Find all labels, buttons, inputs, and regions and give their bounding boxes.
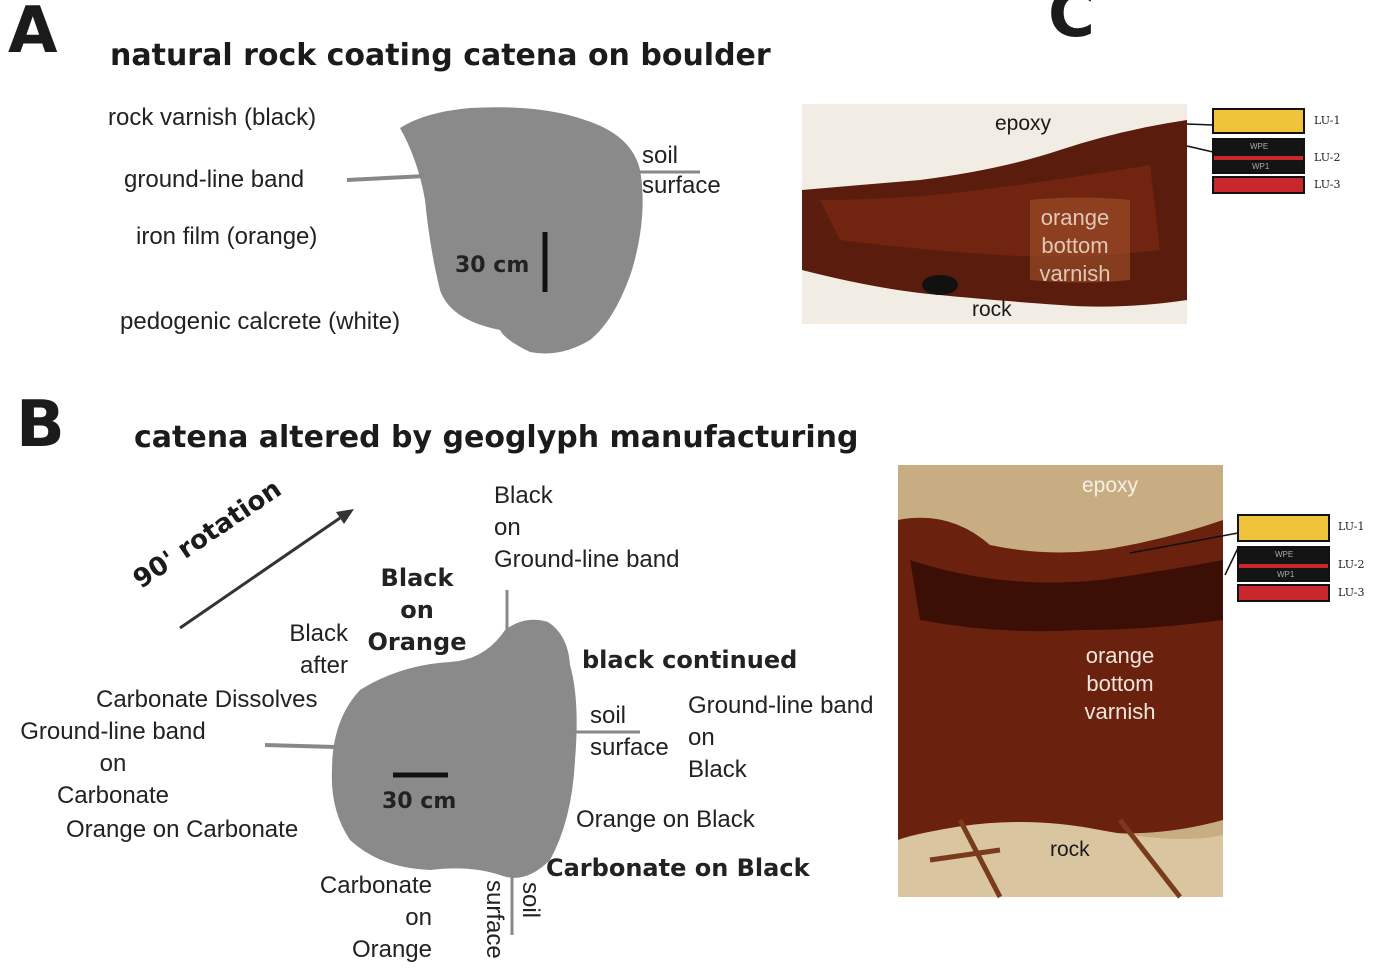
label-iron-film: iron film (orange) [136,221,317,253]
micrograph-top [802,104,1187,324]
c-top-rock-label: rock [972,298,1012,322]
lu1-box-top [1212,108,1305,134]
c-bottom-epoxy-label: epoxy [1082,474,1138,498]
scale-label-a: 30 cm [455,250,529,282]
c-top-orange-bottom-varnish-label: orange bottom varnish [1030,204,1120,288]
label-ground-line-on-black: Ground-line band on Black [688,690,873,786]
label-orange-on-carbonate: Orange on Carbonate [66,814,298,846]
label-surface-a: surface [642,170,721,202]
label-carbonate-on-black: Carbonate on Black [546,852,810,884]
label-soil-b-vertical: soil [514,882,546,918]
c-top-epoxy-label: epoxy [995,112,1051,136]
lu1-tag-top: LU-1 [1314,114,1341,127]
wpe-tag-top: WPE [1250,142,1268,151]
label-ground-line-on-carbonate: Ground-line band on Carbonate [8,716,218,812]
lu3-box-top [1212,176,1305,194]
ground-line-pointer-b [265,745,335,747]
label-rock-varnish: rock varnish (black) [108,102,316,134]
label-soil-b: soil [590,700,626,732]
boulder-a [400,107,643,353]
c-bottom-orange-bottom-varnish-label: orange bottom varnish [1070,642,1170,726]
lu1-tag-bottom: LU-1 [1338,520,1365,533]
lu2-tag-top: LU-2 [1314,151,1341,164]
lu2-box-bottom: WPE WP1 [1237,546,1330,582]
lu2-box-top: WPE WP1 [1212,138,1305,174]
lu3-tag-top: LU-3 [1314,178,1341,191]
label-black-continued: black continued [582,644,797,676]
label-carbonate-dissolves: Carbonate Dissolves [96,684,317,716]
label-carbonate-on-orange: Carbonate on Orange [290,870,432,966]
panel-b-letter: B [16,388,65,462]
wpe-tag-bottom: WPE [1275,550,1293,559]
arrow-lu1-top [1187,124,1213,125]
label-surface-b: surface [590,732,669,764]
wp1-tag-bottom: WP1 [1277,570,1294,579]
arrow-lu2-top [1187,146,1213,152]
label-surface-b-vertical: surface [478,880,510,959]
label-black-on-ground-line: Black on Ground-line band [494,480,679,576]
label-black-on-orange: Black on Orange [362,562,472,658]
label-black-after: Black after [250,618,348,682]
rotation-arrowhead [336,509,354,524]
lu1-box-bottom [1237,514,1330,542]
c-bottom-rock-label: rock [1050,838,1090,862]
label-pedogenic-calcrete: pedogenic calcrete (white) [120,306,400,338]
ground-line-pointer-a [347,176,426,180]
micrograph-bottom [898,465,1223,897]
panel-b-title: catena altered by geoglyph manufacturing [134,420,858,455]
label-orange-on-black: Orange on Black [576,804,755,836]
lu3-box-bottom [1237,584,1330,602]
panel-c-letter: C [1048,0,1095,52]
lu2-tag-bottom: LU-2 [1338,558,1365,571]
wp1-tag-top: WP1 [1252,162,1269,171]
boulder-b [332,620,577,878]
label-soil-a: soil [642,140,678,172]
label-ground-line-band-a: ground-line band [124,164,304,196]
scale-label-b: 30 cm [382,786,456,818]
lu3-tag-bottom: LU-3 [1338,586,1365,599]
